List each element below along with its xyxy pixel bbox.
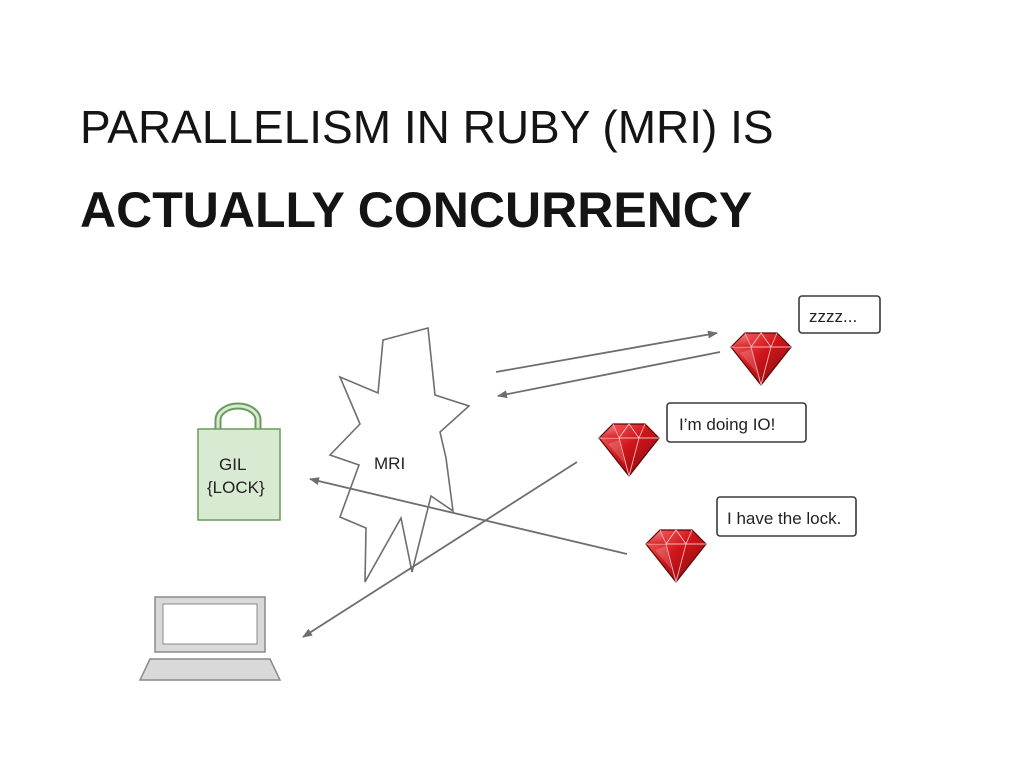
thread-sleeping: zzzz... bbox=[731, 296, 880, 385]
ruby-gem-icon bbox=[599, 424, 659, 476]
thread-holding-lock: I have the lock. bbox=[646, 497, 856, 582]
ruby-gem-icon bbox=[646, 530, 706, 582]
mri-label: MRI bbox=[374, 454, 405, 473]
arrow-sleeping-thread-to-mri bbox=[498, 352, 720, 396]
lock-body bbox=[198, 429, 280, 520]
laptop-icon bbox=[140, 597, 280, 680]
gil-lock: GIL {LOCK} bbox=[198, 406, 280, 520]
laptop-base bbox=[140, 659, 280, 680]
thread-doing-io: I’m doing IO! bbox=[599, 403, 806, 476]
gil-label: GIL bbox=[219, 455, 246, 474]
arrow-mri-to-sleeping-thread bbox=[496, 333, 717, 372]
speech-text: I have the lock. bbox=[727, 509, 841, 528]
lock-label: {LOCK} bbox=[207, 478, 265, 497]
speech-text: I’m doing IO! bbox=[679, 415, 775, 434]
ruby-gem-icon bbox=[731, 333, 791, 385]
speech-text: zzzz... bbox=[809, 307, 857, 326]
